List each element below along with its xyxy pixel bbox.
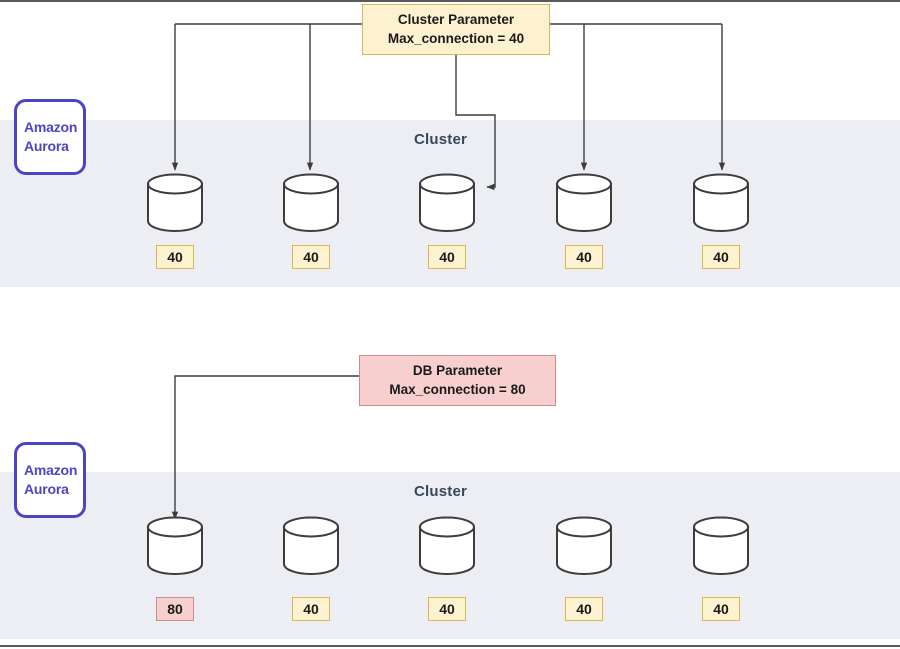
- max-connection-value-chip: 40: [292, 597, 330, 621]
- db-parameter-title: DB Parameter: [412, 363, 503, 378]
- max-connection-value-chip: 40: [565, 245, 603, 269]
- cluster-parameter-value: Max_connection = 40: [387, 31, 525, 46]
- aurora-badge-line2: Aurora: [24, 138, 69, 154]
- db-instance-cylinder-icon[interactable]: [146, 516, 204, 575]
- cluster-caption-row-2: Cluster: [414, 483, 468, 500]
- db-instance-cylinder-icon[interactable]: [692, 173, 750, 232]
- aurora-badge-line2: Aurora: [24, 481, 69, 497]
- db-instance-cylinder-icon[interactable]: [555, 173, 613, 232]
- max-connection-value-chip: 40: [428, 245, 466, 269]
- db-instance-cylinder-icon[interactable]: [692, 516, 750, 575]
- cluster-parameter-title: Cluster Parameter: [397, 12, 515, 27]
- db-instance-cylinder-icon[interactable]: [282, 173, 340, 232]
- max-connection-value-chip: 40: [292, 245, 330, 269]
- cluster-caption-row-1: Cluster: [414, 131, 468, 148]
- cluster-parameter-group-box[interactable]: Cluster Parameter Max_connection = 40: [362, 4, 550, 55]
- aurora-badge-line1: Amazon: [24, 462, 78, 478]
- amazon-aurora-badge-row-2: Amazon Aurora: [14, 442, 86, 518]
- db-instance-cylinder-icon[interactable]: [418, 173, 476, 232]
- db-instance-cylinder-icon[interactable]: [555, 516, 613, 575]
- max-connection-value-chip: 40: [156, 245, 194, 269]
- max-connection-value-chip: 40: [702, 597, 740, 621]
- max-connection-value-chip: 40: [565, 597, 603, 621]
- amazon-aurora-badge-row-1: Amazon Aurora: [14, 99, 86, 175]
- db-instance-cylinder-icon[interactable]: [418, 516, 476, 575]
- db-instance-cylinder-icon[interactable]: [282, 516, 340, 575]
- db-parameter-value: Max_connection = 80: [389, 382, 526, 397]
- max-connection-value-chip: 40: [702, 245, 740, 269]
- max-connection-value-chip: 80: [156, 597, 194, 621]
- aurora-badge-line1: Amazon: [24, 119, 78, 135]
- db-parameter-group-box[interactable]: DB Parameter Max_connection = 80: [359, 355, 556, 406]
- db-instance-cylinder-icon[interactable]: [146, 173, 204, 232]
- max-connection-value-chip: 40: [428, 597, 466, 621]
